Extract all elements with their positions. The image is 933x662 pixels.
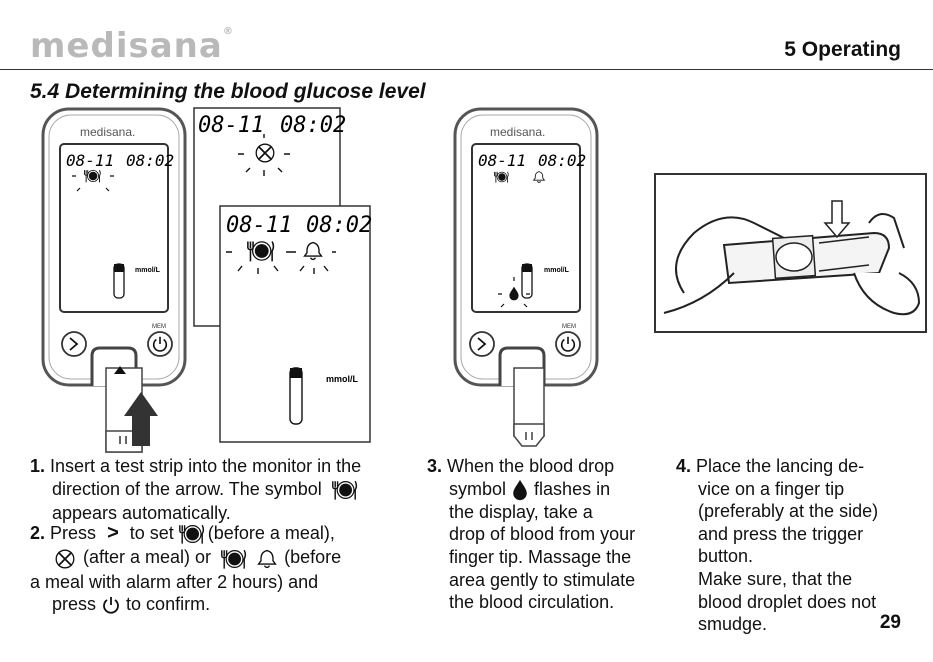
svg-text:08-11: 08-11 (478, 151, 526, 170)
alarm-bell-icon (255, 548, 279, 570)
figure-display-zoom: 08-11 08:02 08-11 08:02 mmol/L (193, 107, 372, 443)
blood-drop-icon (511, 479, 529, 501)
page-number: 29 (879, 612, 901, 633)
device-brand: medisana. (80, 125, 135, 139)
section-heading: 5.4 Determining the blood glucose level (30, 80, 426, 103)
device-date: 08-11 (66, 151, 114, 170)
header-rule (0, 69, 933, 70)
before-meal-icon (174, 522, 208, 546)
chapter-title: 5 Operating (784, 38, 901, 61)
svg-text:medisana.: medisana. (490, 125, 545, 139)
before-meal-icon (327, 478, 361, 502)
device-mem-label: MEM (152, 324, 166, 330)
device-time: 08:02 (126, 151, 174, 170)
figure-meter-blood-drop: medisana. 08-11 08:02 mmol/L MEM (453, 107, 599, 447)
step-2: 2. Press > to set(before a meal), (after… (30, 522, 342, 615)
svg-text:mmol/L: mmol/L (326, 374, 359, 384)
device-unit: mmol/L (135, 267, 161, 274)
svg-text:MEM: MEM (562, 324, 576, 330)
before-meal-icon (216, 547, 250, 571)
figure-meter-insert-strip: medisana. 08-11 08:02 mmol/L MEM (41, 107, 187, 453)
svg-text:08:02: 08:02 (306, 213, 372, 238)
after-meal-icon (52, 548, 78, 570)
step-3: 3. When the blood drop symbol flashes in… (427, 456, 636, 613)
power-button-icon (147, 331, 173, 357)
power-icon (101, 595, 121, 615)
insert-arrow-icon (124, 392, 158, 446)
next-button-icon (61, 331, 87, 357)
brand-logo: medisana® (30, 26, 234, 66)
step-4: 4. Place the lancing de- vice on a finge… (676, 456, 879, 635)
svg-text:08:02: 08:02 (538, 151, 586, 170)
svg-text:08:02: 08:02 (280, 113, 346, 138)
svg-text:mmol/L: mmol/L (544, 267, 570, 274)
step-1: 1. Insert a test strip into the monitor … (30, 456, 362, 523)
press-arrow-icon (823, 200, 851, 239)
figure-lancing-device (654, 173, 927, 333)
svg-text:08-11: 08-11 (198, 113, 264, 138)
svg-text:08-11: 08-11 (226, 213, 292, 238)
next-arrow-icon: > (107, 522, 119, 544)
